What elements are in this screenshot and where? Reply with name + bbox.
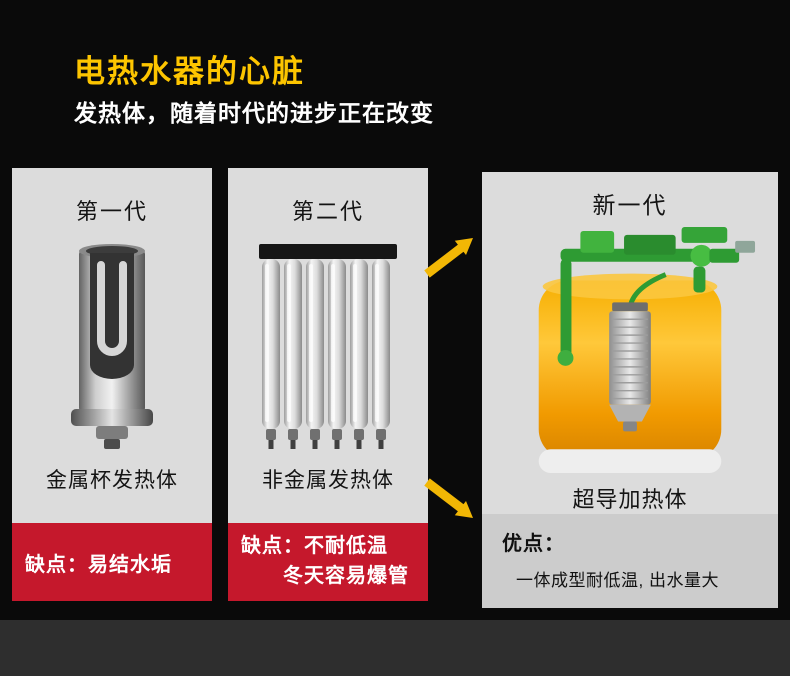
footer-strip bbox=[0, 620, 790, 676]
generation-1-product-name: 金属杯发热体 bbox=[46, 469, 178, 492]
generation-2-disadvantage-box: 缺点：不耐低温 冬天容易爆管 bbox=[228, 523, 428, 601]
new-generation-advantage-box: 优点： 一体成型耐低温, 出水量大 bbox=[482, 514, 778, 608]
advantage-label: 优点： bbox=[502, 533, 565, 555]
metal-cup-heater-image bbox=[12, 230, 212, 464]
generation-1-disadvantage-box: 缺点：易结水垢 bbox=[12, 523, 212, 601]
new-generation-product-name: 超导加热体 bbox=[572, 487, 688, 512]
disadvantage-text-line2: 冬天容易爆管 bbox=[283, 565, 409, 587]
arrow-up-right-icon bbox=[423, 234, 475, 280]
advantage-text: 一体成型耐低温, 出水量大 bbox=[516, 571, 719, 590]
glass-tube-heater-illustration bbox=[259, 244, 397, 449]
new-generation-label: 新一代 bbox=[592, 192, 668, 218]
arrow-down-right-icon bbox=[423, 476, 475, 522]
panel-new-generation: 新一代 bbox=[482, 172, 778, 608]
metal-cup-heater-illustration bbox=[71, 244, 153, 449]
generation-1-label: 第一代 bbox=[75, 199, 148, 224]
disadvantage-text: 缺点：易结水垢 bbox=[25, 553, 172, 576]
page-subtitle: 发热体，随着时代的进步正在改变 bbox=[74, 100, 434, 126]
panel-generation-2: 第二代 bbox=[228, 168, 428, 601]
glass-tube-heater-image bbox=[228, 230, 428, 464]
generation-2-product-name: 非金属发热体 bbox=[262, 469, 394, 492]
disadvantage-text-line1: 缺点：不耐低温 bbox=[241, 535, 388, 557]
water-heater-tank-illustration bbox=[538, 226, 756, 474]
superconducting-heater-image bbox=[482, 220, 778, 482]
page-title: 电热水器的心脏 bbox=[74, 54, 305, 89]
panel-generation-1: 第一代 bbox=[12, 168, 212, 601]
generation-2-label: 第二代 bbox=[291, 199, 364, 224]
